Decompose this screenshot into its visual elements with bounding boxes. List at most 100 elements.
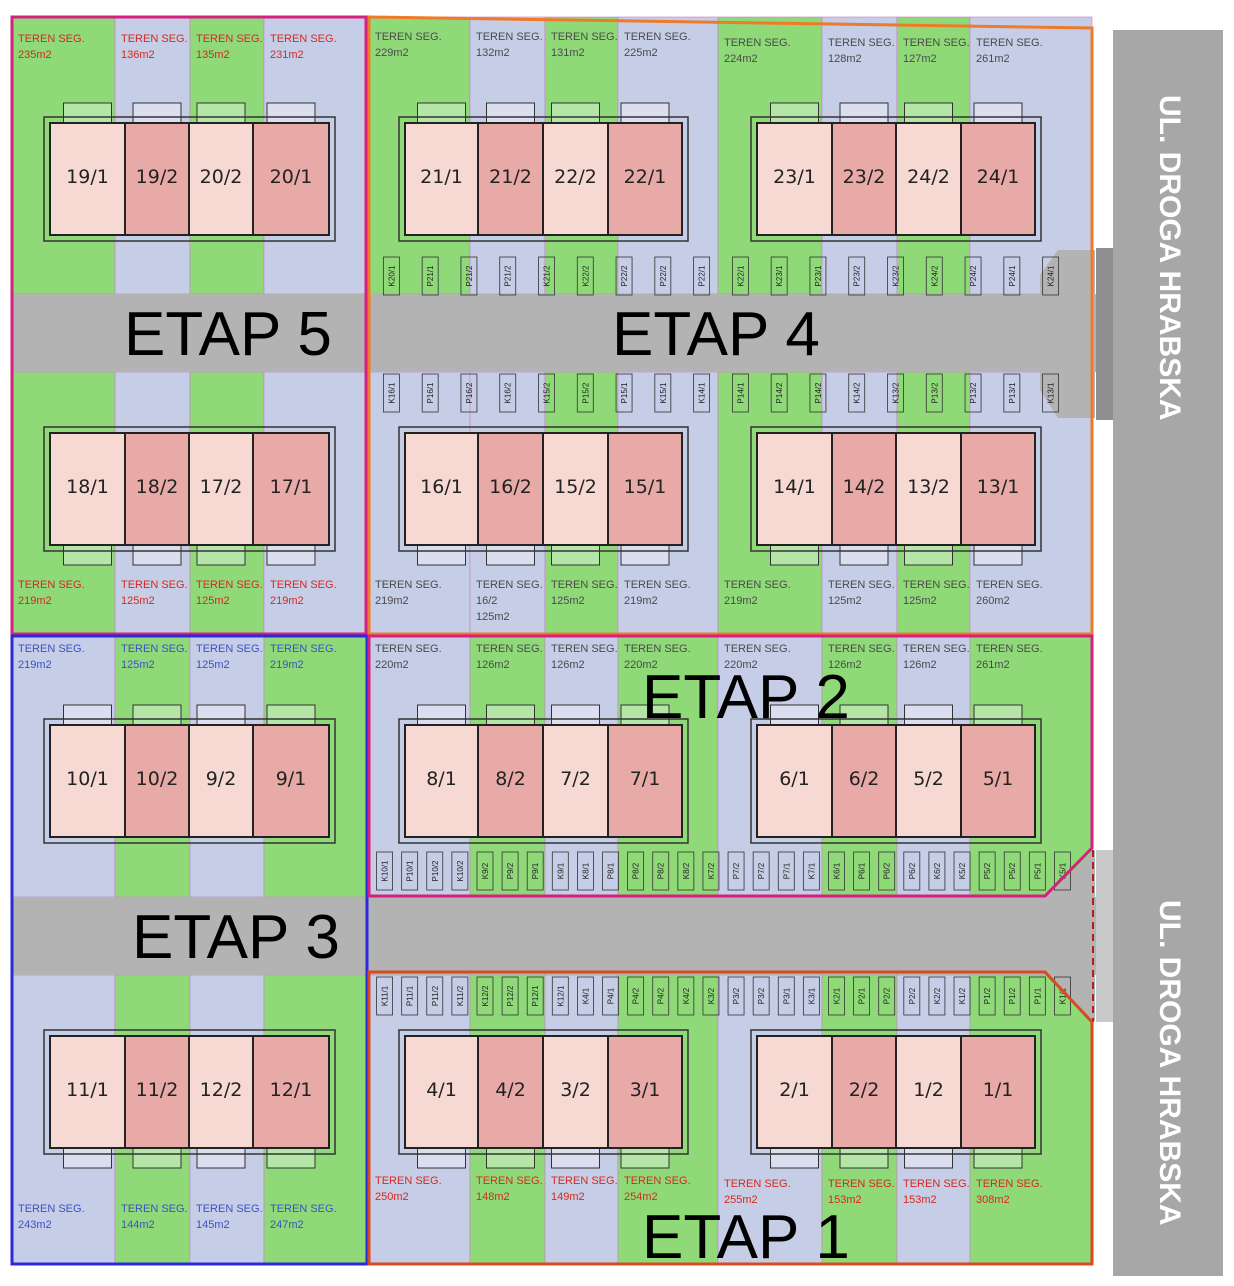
unit-label: 20/2 xyxy=(200,166,243,188)
parking-label: K12/2 xyxy=(481,985,490,1006)
building-frame xyxy=(398,426,689,552)
parcel-area: 247m2 xyxy=(270,1219,304,1231)
parking-space xyxy=(538,373,555,413)
parcel-title: TEREN SEG. xyxy=(976,579,1043,591)
unit-label: 18/2 xyxy=(136,476,179,498)
unit-12/2 xyxy=(188,1035,254,1149)
unit-23/2 xyxy=(831,122,897,236)
parking-label: P24/2 xyxy=(969,265,978,286)
parcel-title: TEREN SEG. xyxy=(551,643,618,655)
parcel-title: TEREN SEG. xyxy=(724,579,791,591)
parking-space xyxy=(953,976,971,1016)
unit-21/1 xyxy=(404,122,479,236)
parking-space xyxy=(677,851,695,891)
parking-label: K11/2 xyxy=(456,985,465,1006)
parking-label: P10/2 xyxy=(431,860,440,881)
parcel-title: TEREN SEG. xyxy=(375,31,442,43)
unit-label: 14/2 xyxy=(843,476,886,498)
parcel-area: 224m2 xyxy=(724,53,758,65)
parking-label: K24/2 xyxy=(930,265,939,286)
parcel-title: TEREN SEG. xyxy=(375,1175,442,1187)
parking-label: P8/2 xyxy=(632,862,641,879)
parking-label: P8/2 xyxy=(657,862,666,879)
entrance xyxy=(973,102,1023,124)
parcel-title: TEREN SEG. xyxy=(903,579,970,591)
parcel-title: TEREN SEG. xyxy=(18,643,85,655)
parking-label: K6/1 xyxy=(832,862,841,879)
unit-label: 21/2 xyxy=(489,166,532,188)
parking-label: K2/2 xyxy=(933,987,942,1004)
entrance xyxy=(770,1147,819,1169)
parking-space xyxy=(702,976,720,1016)
parking-space xyxy=(460,373,478,413)
parking-space xyxy=(577,976,594,1016)
parcel-area: 231m2 xyxy=(270,49,304,61)
parking-label: P12/1 xyxy=(531,985,540,1006)
parking-space xyxy=(421,373,439,413)
parcel-title: TEREN SEG. xyxy=(18,579,85,591)
parcel-title: TEREN SEG. xyxy=(476,643,543,655)
parking-label: P1/2 xyxy=(1008,987,1017,1004)
unit-label: 2/2 xyxy=(849,1079,880,1101)
unit-label: 23/2 xyxy=(843,166,886,188)
unit-label: 22/1 xyxy=(624,166,667,188)
etap-5-boundary xyxy=(10,15,368,636)
unit-10/1 xyxy=(49,724,126,838)
entrance xyxy=(770,544,819,566)
parcel-title: TEREN SEG. xyxy=(121,643,188,655)
building-frame xyxy=(750,1029,1042,1155)
parking-space xyxy=(978,976,996,1016)
parking-label: K10/2 xyxy=(456,860,465,881)
parcel-title: TEREN SEG. xyxy=(121,33,188,45)
entrance xyxy=(973,1147,1023,1169)
parking-space xyxy=(501,976,519,1016)
parcel-title: TEREN SEG. xyxy=(624,31,691,43)
unit-11/1 xyxy=(49,1035,126,1149)
unit-7/1 xyxy=(607,724,683,838)
parking-label: K6/2 xyxy=(933,862,942,879)
etap-3-label: ETAP 3 xyxy=(132,903,340,972)
entrance xyxy=(620,1147,670,1169)
unit-label: 11/2 xyxy=(136,1079,179,1101)
unit-label: 10/2 xyxy=(136,768,179,790)
parking-label: P2/2 xyxy=(883,987,892,1004)
parcel-area: 145m2 xyxy=(196,1219,230,1231)
unit-label: 16/1 xyxy=(420,476,463,498)
parking-label: P9/2 xyxy=(506,862,515,879)
parcel-title: TEREN SEG. xyxy=(903,643,970,655)
parcel-area: 255m2 xyxy=(724,1194,758,1206)
unit-2/1 xyxy=(756,1035,833,1149)
parking-space xyxy=(978,851,996,891)
parking-space xyxy=(615,256,633,296)
parking-label: K5/2 xyxy=(958,862,967,879)
parking-label: P4/2 xyxy=(657,987,666,1004)
parking-space xyxy=(615,373,633,413)
parking-space xyxy=(802,851,820,891)
entrance xyxy=(132,1147,182,1169)
parking-space xyxy=(627,851,645,891)
entrance xyxy=(620,544,670,566)
unit-label: 13/2 xyxy=(907,476,950,498)
unit-8/1 xyxy=(404,724,479,838)
parking-label: K16/2 xyxy=(504,382,513,403)
entrance xyxy=(904,102,953,124)
building-frame xyxy=(398,1029,689,1155)
parcel-area: 225m2 xyxy=(624,47,658,59)
unit-21/2 xyxy=(477,122,544,236)
parking-space xyxy=(848,256,866,296)
parcel-area: 219m2 xyxy=(375,595,409,607)
unit-label: 6/1 xyxy=(779,768,810,790)
parcel-area: 220m2 xyxy=(375,659,409,671)
parking-space xyxy=(1042,373,1060,413)
parcel-area: 219m2 xyxy=(624,595,658,607)
parcel-title: TEREN SEG. xyxy=(976,643,1043,655)
parking-space xyxy=(526,851,544,891)
parking-label: P1/2 xyxy=(983,987,992,1004)
building-frame xyxy=(43,426,336,552)
parcel-area: 260m2 xyxy=(976,595,1010,607)
parking-space xyxy=(1003,373,1021,413)
unit-label: 8/2 xyxy=(495,768,526,790)
parking-label: P14/2 xyxy=(814,382,823,403)
parking-label: K4/2 xyxy=(682,987,691,1004)
parking-space xyxy=(501,851,519,891)
